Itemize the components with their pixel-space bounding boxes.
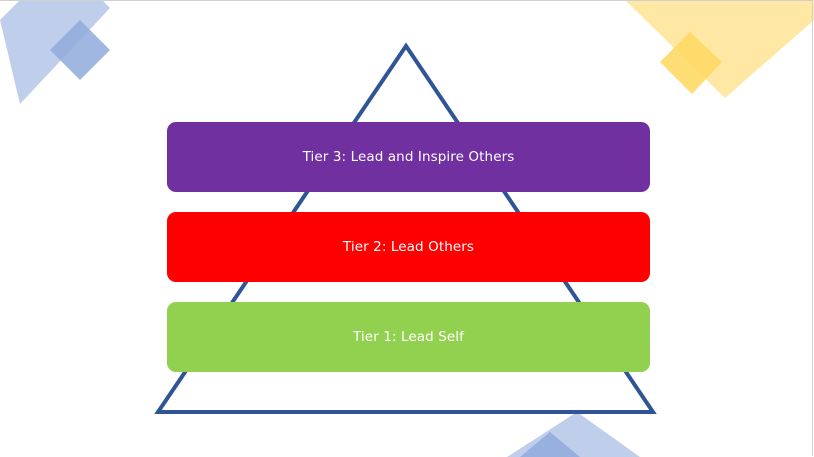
decor-square-yellow-large [625,0,814,98]
decor-square-blue-bottom-large [507,412,640,457]
tier-3-box: Tier 3: Lead and Inspire Others [167,122,650,192]
tier-3-label: Tier 3: Lead and Inspire Others [302,149,515,165]
tier-1-box: Tier 1: Lead Self [167,302,650,372]
decor-square-yellow-small [660,32,722,94]
decor-square-blue-small [50,20,110,80]
decor-square-blue-bottom-small [520,432,580,457]
tier-2-label: Tier 2: Lead Others [342,239,475,255]
tier-2-box: Tier 2: Lead Others [167,212,650,282]
tier-1-label: Tier 1: Lead Self [353,329,464,345]
